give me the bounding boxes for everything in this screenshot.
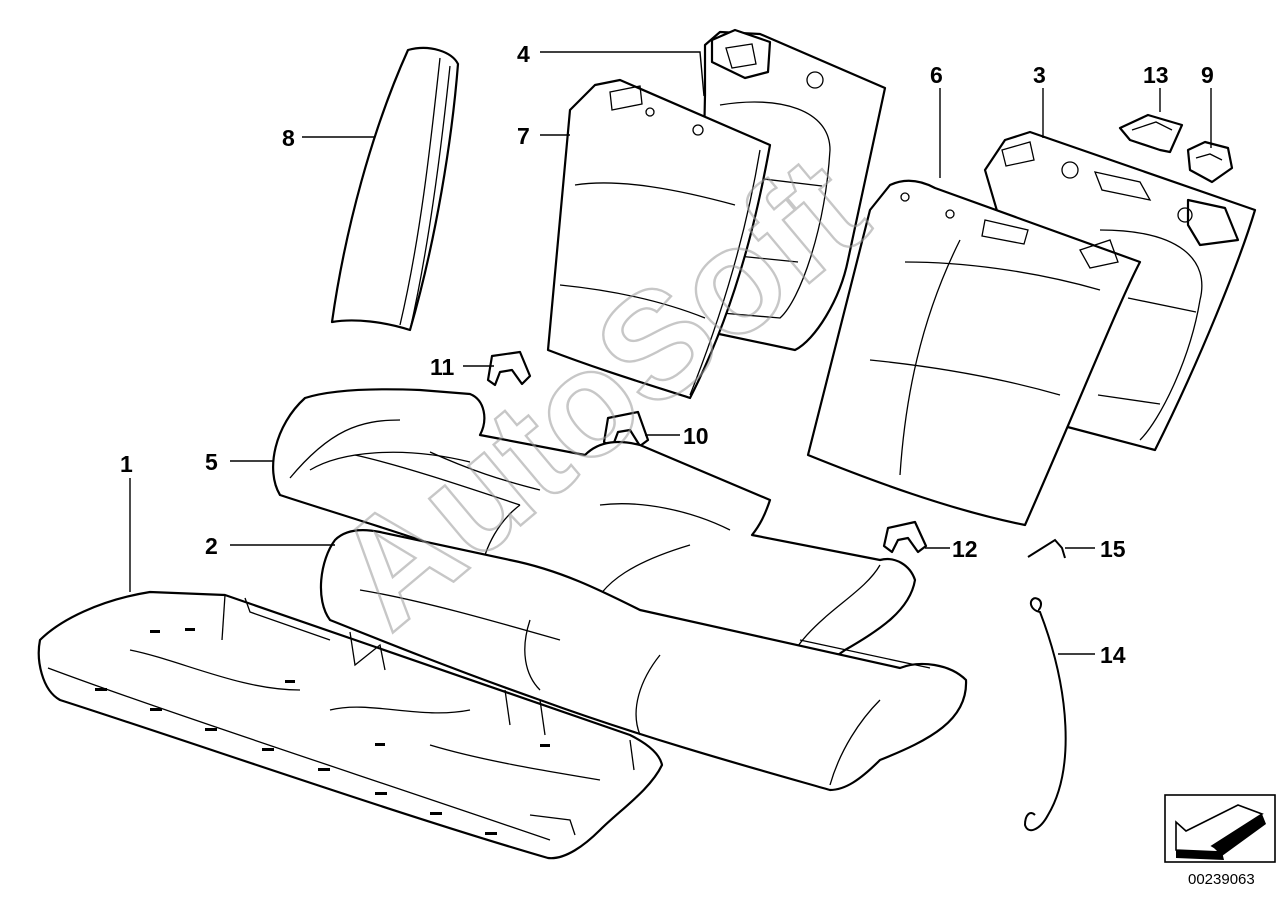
reference-number: 00239063 (1188, 871, 1255, 888)
part-13-cover-cap (1118, 113, 1184, 154)
callout-8: 8 (282, 125, 295, 151)
callout-3: 3 (1033, 62, 1046, 88)
part-5-seat-cushion-cover (272, 388, 917, 692)
leader-lines (129, 51, 1212, 655)
forward-arrow-icon (1175, 804, 1266, 860)
part-11-guide (486, 350, 532, 387)
callout-15: 15 (1100, 536, 1126, 562)
part-6-backrest-pad-right (806, 179, 1142, 527)
callout-4: 4 (517, 41, 530, 67)
callout-9: 9 (1201, 62, 1214, 88)
callout-12: 12 (952, 536, 978, 562)
callout-6: 6 (930, 62, 943, 88)
part-12-guide (882, 520, 928, 554)
callout-14: 14 (1100, 642, 1126, 668)
part-9-clip (1186, 140, 1234, 184)
callout-labels: 8 4 7 6 3 13 9 11 10 5 1 2 12 15 14 (120, 41, 1214, 668)
callout-1: 1 (120, 451, 133, 477)
callout-13: 13 (1143, 62, 1169, 88)
part-7-backrest-pad-left (546, 78, 772, 400)
part-14-wire (1023, 597, 1067, 832)
part-1-seat-base-frame (37, 590, 664, 860)
part-4-backrest-cover-left (698, 28, 887, 352)
callout-10: 10 (683, 423, 709, 449)
callout-2: 2 (205, 533, 218, 559)
callout-5: 5 (205, 449, 218, 475)
callout-7: 7 (517, 123, 530, 149)
part-15-wire-clip (1027, 538, 1066, 559)
nav-arrow-box[interactable] (1164, 794, 1276, 863)
callout-11: 11 (430, 354, 455, 380)
part-8-side-bolster (330, 46, 460, 332)
part-2-seat-cushion-pad (319, 529, 968, 792)
